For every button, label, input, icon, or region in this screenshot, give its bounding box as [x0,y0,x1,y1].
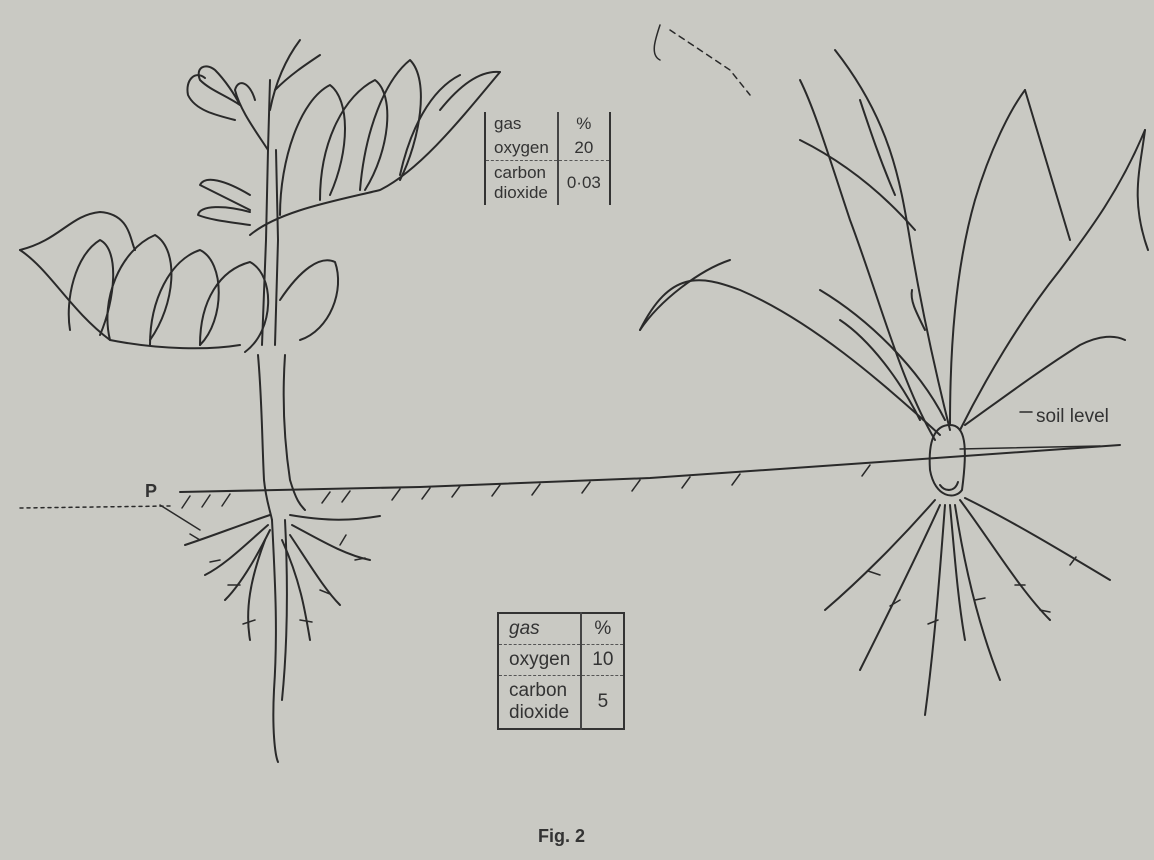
torn-fragment-sketch [654,25,750,95]
gas-name-line: dioxide [494,183,548,202]
air-gas-composition-table: gas % oxygen 20 carbon dioxide 0·03 [484,112,611,205]
monocot-plant-drawing [640,50,1148,715]
table-row: oxygen 20 [485,136,610,161]
gas-name-line: dioxide [509,702,569,723]
percent-cell: 0·03 [558,161,610,206]
gas-name-cell: carbon dioxide [485,161,558,206]
table-header-row: gas % [498,613,624,645]
table-row: carbon dioxide 0·03 [485,161,610,206]
gas-name-cell: oxygen [498,645,581,676]
header-percent: % [558,112,610,136]
gas-name-line: carbon [494,163,546,182]
soil-gas-composition-table: gas % oxygen 10 carbon dioxide 5 [497,612,625,730]
figure-caption: Fig. 2 [538,826,585,847]
point-p-pointer [160,505,200,530]
header-gas: gas [485,112,558,136]
soil-level-label: soil level [1036,406,1109,428]
gas-name-cell: oxygen [485,136,558,161]
table-row: oxygen 10 [498,645,624,676]
header-gas: gas [498,613,581,645]
percent-cell: 20 [558,136,610,161]
percent-cell: 5 [581,676,624,730]
table-header-row: gas % [485,112,610,136]
table-row: carbon dioxide 5 [498,676,624,730]
dicot-plant-drawing [20,40,500,762]
point-p-label: P [145,481,157,502]
percent-cell: 10 [581,645,624,676]
gas-name-line: carbon [509,680,567,701]
gas-name-cell: carbon dioxide [498,676,581,730]
header-percent: % [581,613,624,645]
